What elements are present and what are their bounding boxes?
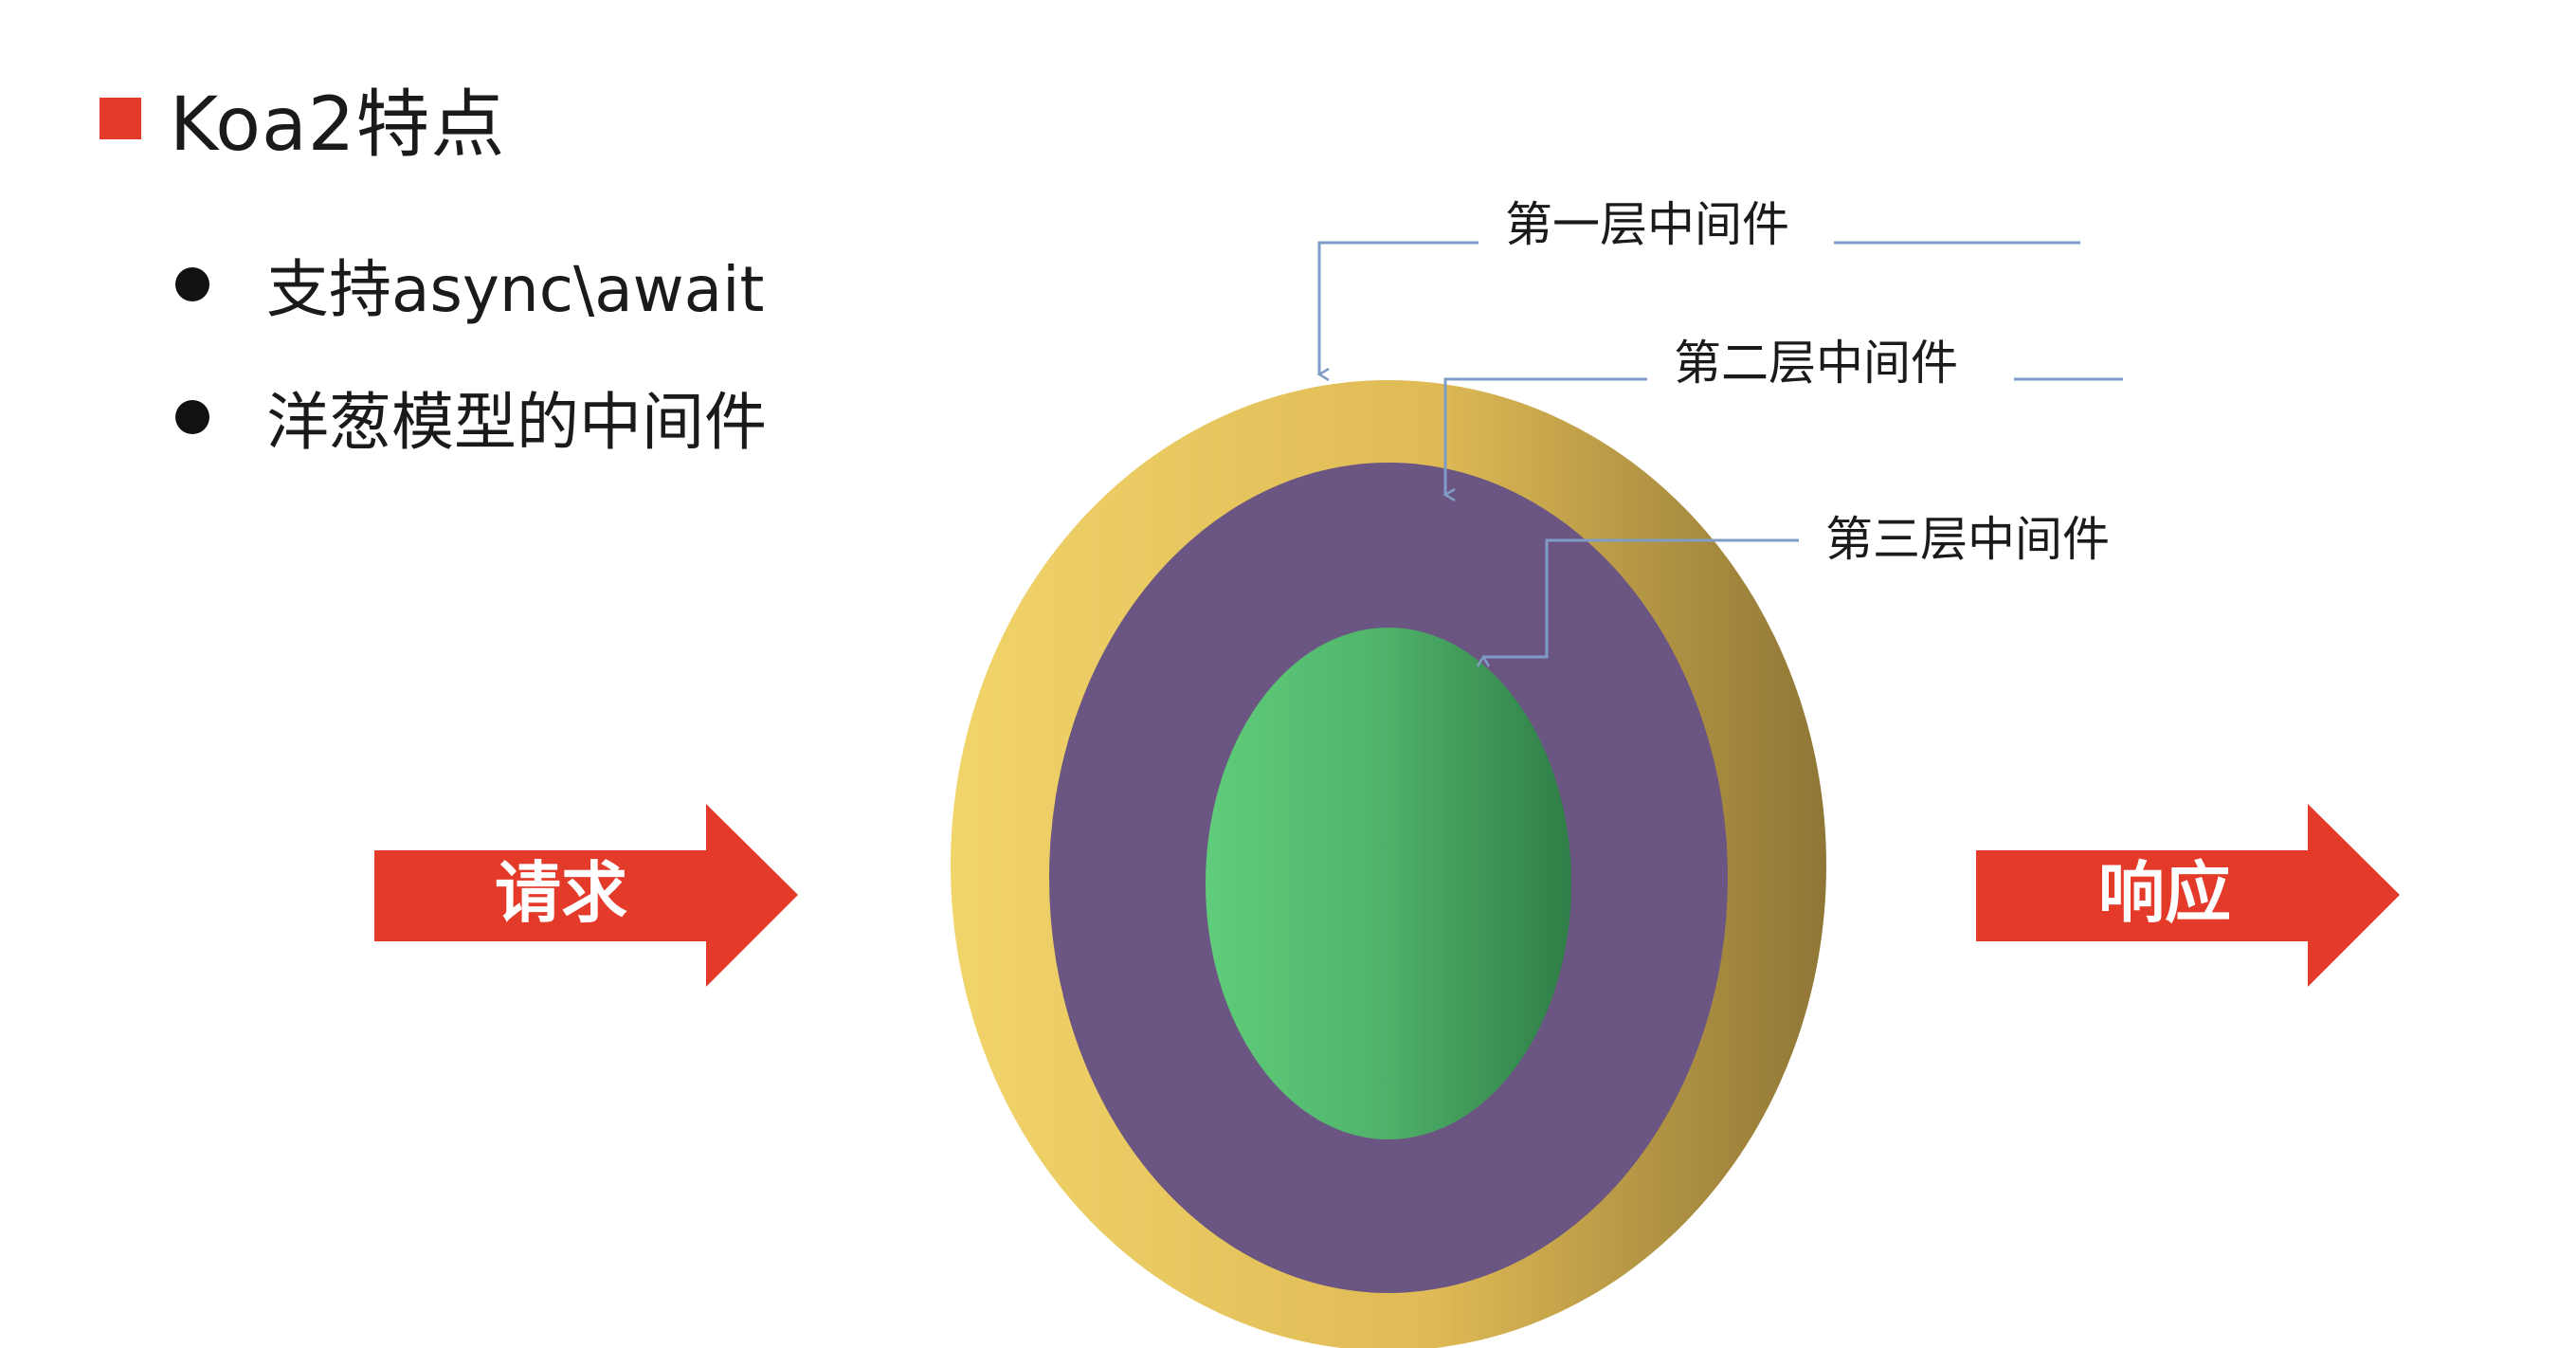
- title-marker-icon: [100, 98, 141, 139]
- bullet-text-onion: 洋葱模型的中间件: [266, 386, 767, 459]
- response-label: 响应: [2098, 854, 2231, 932]
- request-label: 请求: [495, 854, 627, 932]
- response-arrow: 响应: [1976, 804, 2400, 987]
- bullet-icon: [175, 267, 209, 301]
- layer-3-label: 第三层中间件: [1825, 512, 2110, 567]
- leader-line-layer-3: [1483, 538, 1799, 657]
- leader-line-layer-1: [1319, 241, 1478, 374]
- bullet-icon: [175, 400, 209, 434]
- request-arrow: 请求: [374, 804, 798, 987]
- layer-3-core: [1206, 628, 1571, 1139]
- layer-1-label: 第一层中间件: [1505, 197, 1789, 252]
- leader-line-layer-2: [1445, 377, 1647, 495]
- list-item: 支持async\await: [175, 218, 767, 351]
- layer-2-label: 第二层中间件: [1674, 336, 1958, 391]
- feature-list: 支持async\await 洋葱模型的中间件: [175, 218, 767, 483]
- list-item: 洋葱模型的中间件: [175, 351, 767, 483]
- title-text: Koa2特点: [170, 82, 506, 168]
- request-arrow-shape: [374, 804, 798, 987]
- slide-title: Koa2特点: [100, 66, 505, 171]
- leader-lines: [1319, 241, 2123, 657]
- response-arrow-shape: [1976, 804, 2400, 987]
- bullet-text-async: 支持async\await: [266, 253, 765, 326]
